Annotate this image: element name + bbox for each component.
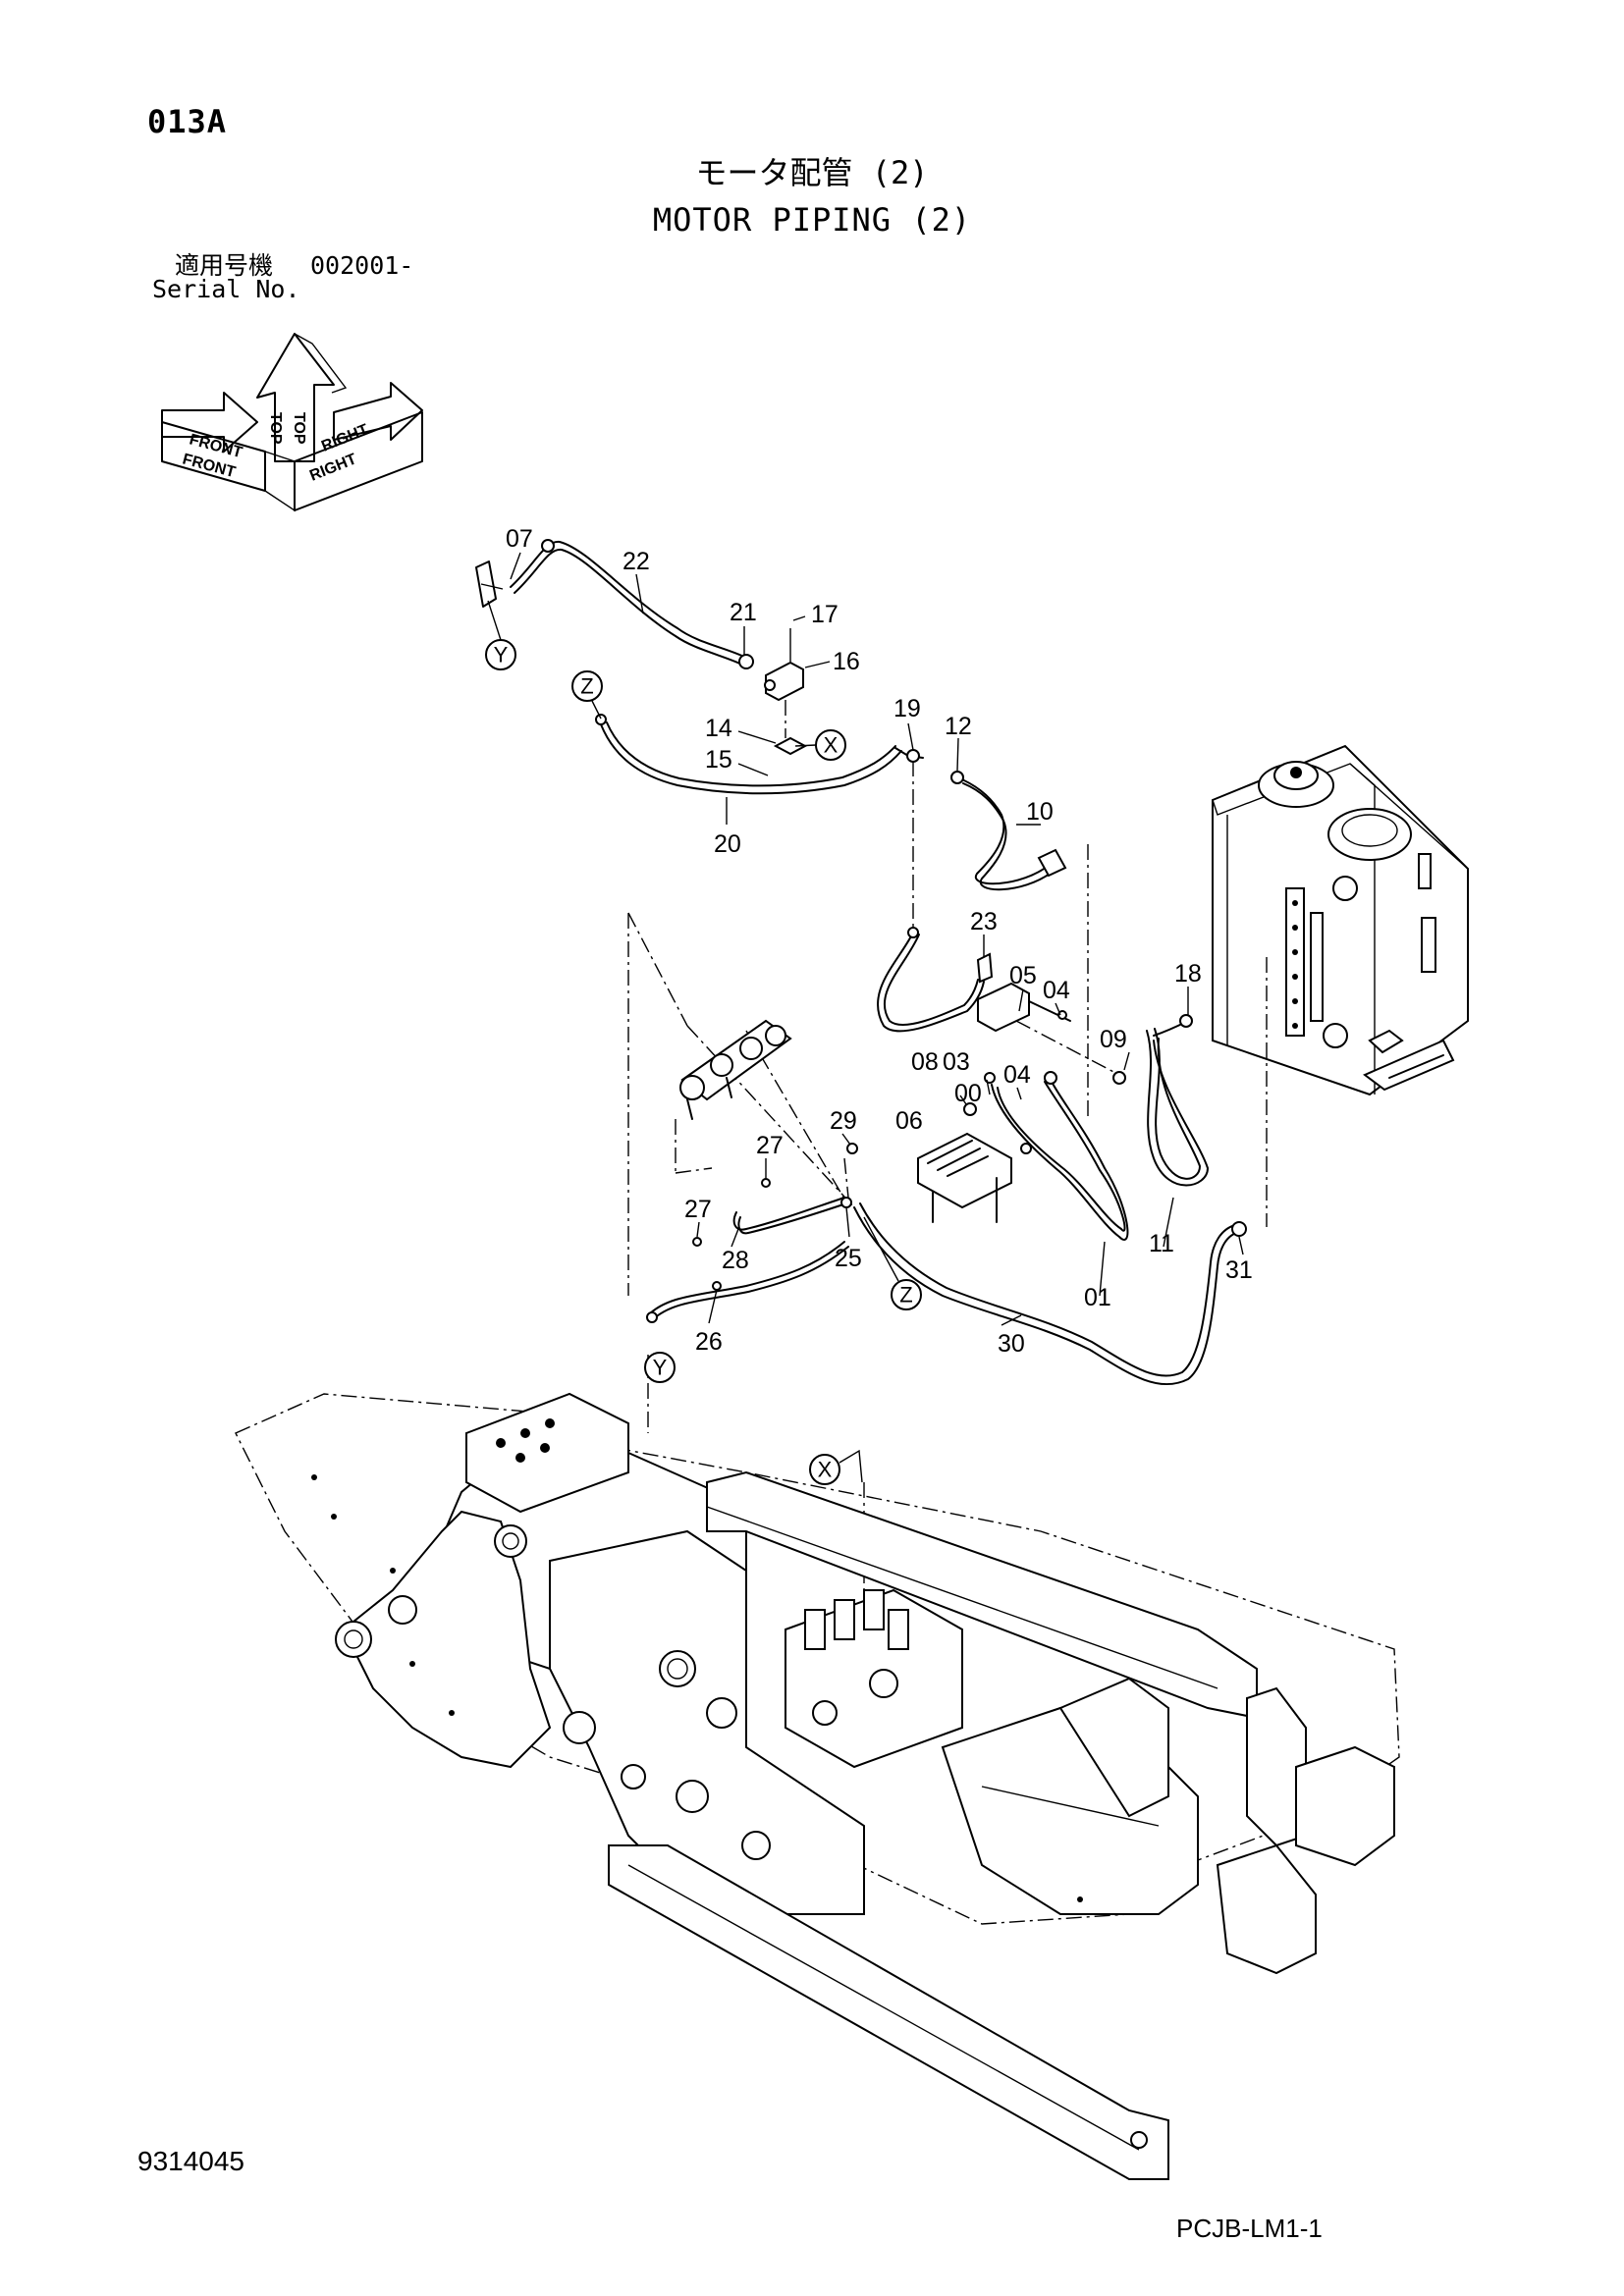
callout-labels: 07 22 21 17 16 14 15 20 19 12 10 23 05 0… — [506, 525, 1253, 1358]
title-english: MOTOR PIPING (2) — [652, 201, 972, 239]
callout-11: 11 — [1149, 1230, 1174, 1257]
top-label-2: TOP — [291, 412, 307, 445]
callout-06: 06 — [895, 1107, 923, 1135]
callout-12: 12 — [945, 713, 972, 740]
page-code: 013A — [147, 103, 228, 140]
view-reference-z-lower: Z — [863, 1216, 922, 1310]
callout-00: 00 — [954, 1080, 982, 1107]
callout-23: 23 — [970, 908, 998, 935]
callout-20: 20 — [714, 830, 741, 858]
upper-hose-group — [475, 539, 924, 795]
callout-26: 26 — [695, 1328, 723, 1356]
svg-text:X: X — [818, 1458, 833, 1482]
callout-25: 25 — [835, 1245, 862, 1272]
hose-01 — [991, 1071, 1129, 1241]
callout-15: 15 — [705, 746, 732, 774]
callout-04b: 04 — [1003, 1061, 1031, 1089]
callout-28: 28 — [722, 1247, 749, 1274]
view-reference-z-top: Z — [571, 670, 603, 720]
callout-03: 03 — [943, 1048, 970, 1076]
callout-29: 29 — [830, 1107, 857, 1135]
callout-leaders — [510, 552, 1244, 1326]
callout-17: 17 — [811, 601, 839, 628]
callout-19: 19 — [893, 695, 921, 722]
callout-05: 05 — [1009, 962, 1037, 989]
hydraulic-tank — [1212, 744, 1469, 1227]
svg-text:Y: Y — [494, 643, 509, 667]
callout-30: 30 — [998, 1330, 1025, 1358]
view-reference-y-lower: Y — [644, 1352, 676, 1383]
callout-10: 10 — [1026, 798, 1054, 826]
serial-number-value: 002001- — [310, 251, 414, 280]
callout-04: 04 — [1043, 977, 1070, 1004]
right-label-2: RIGHT — [319, 421, 371, 454]
callout-14: 14 — [705, 715, 732, 742]
lower-hose-group — [646, 1143, 858, 1323]
callout-22: 22 — [623, 548, 650, 575]
sheet-code: PCJB-LM1-1 — [1176, 2214, 1323, 2243]
serial-label-english: Serial No. — [152, 275, 300, 303]
svg-text:X: X — [824, 733, 839, 758]
swivel-joint — [679, 1019, 792, 1120]
svg-text:Y: Y — [653, 1356, 668, 1380]
callout-08: 08 — [911, 1048, 939, 1076]
view-reference-y-top: Y — [485, 600, 516, 670]
hose-30 — [853, 1202, 1247, 1386]
callout-27: 27 — [756, 1132, 784, 1159]
hose-11 — [1112, 1014, 1209, 1187]
orientation-indicator: FRONT FRONT TOP TOP RIGHT RIGHT — [161, 333, 423, 512]
view-reference-x-top: X — [794, 729, 846, 761]
top-label: TOP — [267, 412, 284, 445]
view-reference-x-lower: X — [809, 1449, 863, 1485]
callout-31: 31 — [1225, 1256, 1253, 1284]
middle-hose-group — [877, 761, 1120, 1119]
serial-label-japanese: 適用号機 — [175, 251, 274, 280]
callout-18: 18 — [1174, 960, 1202, 988]
upper-structure-frame — [235, 1392, 1400, 2180]
callout-16: 16 — [833, 648, 860, 675]
right-label: RIGHT — [307, 451, 359, 484]
callout-07: 07 — [506, 525, 533, 553]
title-japanese: モータ配管 (2) — [695, 154, 929, 191]
svg-text:Z: Z — [899, 1283, 912, 1308]
valve-06 — [917, 1102, 1032, 1223]
svg-text:Z: Z — [580, 674, 593, 699]
callout-09: 09 — [1100, 1026, 1127, 1053]
callout-01: 01 — [1084, 1284, 1111, 1311]
callout-21: 21 — [730, 599, 757, 626]
drawing-number: 9314045 — [137, 2146, 245, 2176]
callout-27b: 27 — [684, 1196, 712, 1223]
